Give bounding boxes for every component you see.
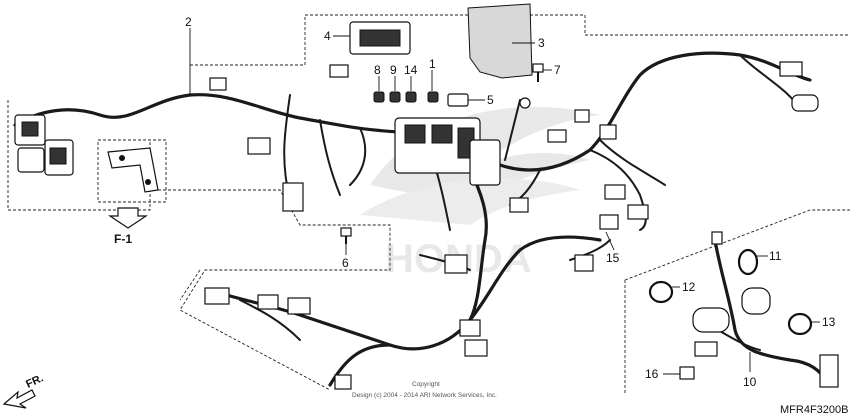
bolt-6 (340, 227, 352, 244)
junction-box (394, 117, 501, 186)
connector (257, 294, 279, 310)
module-4 (349, 21, 411, 55)
callout-6: 6 (342, 256, 349, 270)
connector (287, 297, 311, 315)
band-11 (737, 248, 759, 276)
callout-14: 14 (404, 63, 418, 77)
copyright-line-1: Copyright (412, 381, 440, 388)
callout-2: 2 (185, 15, 192, 29)
diagram-code: MFR4F3200B (780, 404, 848, 416)
callout-12: 12 (682, 280, 696, 294)
connector (444, 254, 468, 274)
terminal-14 (405, 91, 417, 103)
connector (204, 287, 230, 305)
connector (209, 77, 227, 91)
connector (509, 197, 529, 213)
callout-8: 8 (374, 63, 381, 77)
callout-7: 7 (554, 63, 561, 77)
callout-11: 11 (769, 249, 782, 263)
connector (459, 319, 481, 337)
inset-boundary (624, 209, 850, 281)
callout-13: 13 (822, 315, 836, 329)
terminal-9 (389, 91, 401, 103)
callout-1: 1 (429, 57, 436, 71)
connector (791, 94, 819, 112)
callout-16: 16 (645, 367, 659, 381)
connector (599, 214, 619, 230)
callout-15: 15 (606, 251, 620, 265)
bolt-7 (532, 63, 544, 82)
connector (547, 129, 567, 143)
connector (464, 339, 488, 357)
connector (334, 374, 352, 390)
terminal-1 (427, 91, 439, 103)
band-13 (787, 312, 813, 336)
connector (574, 109, 590, 123)
cover-3 (467, 3, 533, 79)
lower-boundary (7, 100, 391, 391)
sub-harness-10 (713, 238, 832, 387)
callout-10: 10 (743, 375, 757, 389)
connector (247, 137, 271, 155)
relay-5 (447, 93, 469, 107)
connector (627, 204, 649, 220)
copyright-line-2: Design (c) 2004 - 2014 ARI Network Servi… (352, 392, 497, 399)
callout-5: 5 (487, 93, 494, 107)
connector (599, 124, 617, 140)
callout-4: 4 (324, 29, 331, 43)
f1-label: F-1 (114, 232, 132, 246)
upper-boundary (190, 14, 850, 66)
connector (282, 182, 304, 212)
bracket-f1 (97, 139, 167, 203)
left-connector-cluster (14, 114, 74, 176)
arrow-down-icon (108, 207, 148, 229)
callout-3: 3 (538, 36, 545, 50)
callout-9: 9 (390, 63, 397, 77)
connector (604, 184, 626, 200)
front-label: FR. (24, 372, 45, 390)
connector (779, 61, 803, 77)
clip-16 (679, 366, 695, 380)
front-arrow-icon (2, 389, 36, 409)
boot-10 (692, 307, 730, 333)
terminal-8 (373, 91, 385, 103)
connector (574, 254, 594, 272)
connector (329, 64, 349, 78)
band-12 (648, 280, 674, 304)
